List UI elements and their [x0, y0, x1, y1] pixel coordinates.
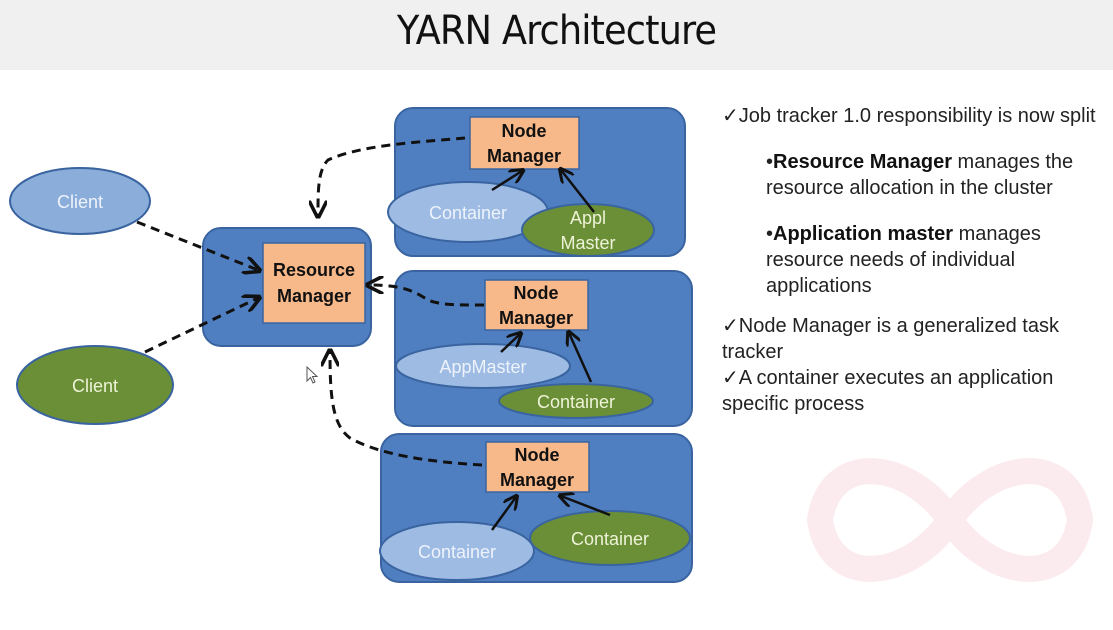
notes-panel: ✓Job tracker 1.0 responsibility is now s…	[722, 103, 1107, 417]
node-1[interactable]: Node Manager Container Appl Master	[387, 107, 686, 257]
container-ellipse[interactable]	[498, 383, 654, 419]
container-to-nm-arrow	[490, 497, 516, 531]
nm3-to-rm-arrow	[330, 352, 483, 467]
resource-manager-label-2: Manager	[277, 286, 351, 306]
container-ellipse[interactable]	[529, 510, 691, 566]
page-title: YARN Architecture	[396, 8, 717, 54]
node-manager-label-2: Manager	[500, 470, 574, 490]
app-master-label-1: Appl	[570, 208, 606, 228]
client-blue-to-rm-arrow	[136, 220, 258, 270]
app-master-label-2: Master	[560, 233, 615, 253]
note-sub-application-master: •Application master manages resource nee…	[766, 223, 1041, 297]
check-icon: ✓	[722, 367, 739, 389]
node-manager-label-1: Node	[514, 283, 559, 303]
resource-manager-label-1: Resource	[273, 260, 355, 280]
note-item-2: ✓Node Manager is a generalized task trac…	[722, 315, 1059, 363]
client-label: Client	[57, 192, 103, 212]
container-label: Container	[571, 529, 649, 549]
client-green-to-rm-arrow	[144, 298, 258, 354]
note-sub-resource-manager: •Resource Manager manages the resource a…	[766, 151, 1074, 199]
node-manager-label-1: Node	[502, 121, 547, 141]
node-2[interactable]: Node Manager AppMaster Container	[394, 270, 693, 427]
container-ellipse[interactable]	[379, 521, 535, 581]
check-icon: ✓	[722, 315, 739, 337]
mouse-cursor-icon	[306, 366, 319, 384]
appmaster-to-nm-arrow	[500, 334, 520, 353]
bullet-icon: •	[766, 223, 774, 245]
nm2-to-rm-arrow	[369, 285, 485, 307]
client-label: Client	[72, 376, 118, 396]
app-master-label: AppMaster	[439, 357, 526, 377]
node-manager-label-1: Node	[515, 445, 560, 465]
appmaster-to-nm-arrow	[561, 170, 595, 213]
resource-manager-block[interactable]: Resource Manager	[202, 227, 372, 347]
node-manager-box[interactable]	[469, 116, 580, 170]
node-3[interactable]: Node Manager Container Container	[379, 433, 693, 583]
infinity-logo-watermark	[806, 458, 1094, 582]
container-to-nm-arrow	[569, 333, 593, 383]
container-to-nm-arrow	[491, 171, 522, 192]
node-manager-label-2: Manager	[499, 308, 573, 328]
container-to-nm-arrow	[561, 496, 611, 517]
node-manager-box[interactable]	[485, 441, 590, 493]
yarn-diagram: Resource Manager Client Client Node Mana…	[9, 107, 693, 583]
client-ellipse[interactable]	[16, 345, 174, 425]
node-manager-box[interactable]	[484, 279, 589, 331]
nm1-to-rm-arrow	[318, 136, 466, 215]
app-master-ellipse[interactable]	[395, 343, 571, 389]
client-ellipse[interactable]	[9, 167, 151, 235]
node-manager-label-2: Manager	[487, 146, 561, 166]
client-green[interactable]: Client	[16, 345, 174, 425]
title-band	[0, 0, 1113, 70]
check-icon: ✓	[722, 105, 739, 127]
container-label: Container	[537, 392, 615, 412]
client-blue[interactable]: Client	[9, 167, 151, 235]
bullet-icon: •	[766, 151, 774, 173]
resource-manager-box[interactable]	[262, 242, 366, 324]
note-item-1: ✓Job tracker 1.0 responsibility is now s…	[722, 105, 1096, 127]
container-label: Container	[429, 203, 507, 223]
container-label: Container	[418, 542, 496, 562]
note-item-3: ✓A container executes an application spe…	[722, 367, 1054, 415]
